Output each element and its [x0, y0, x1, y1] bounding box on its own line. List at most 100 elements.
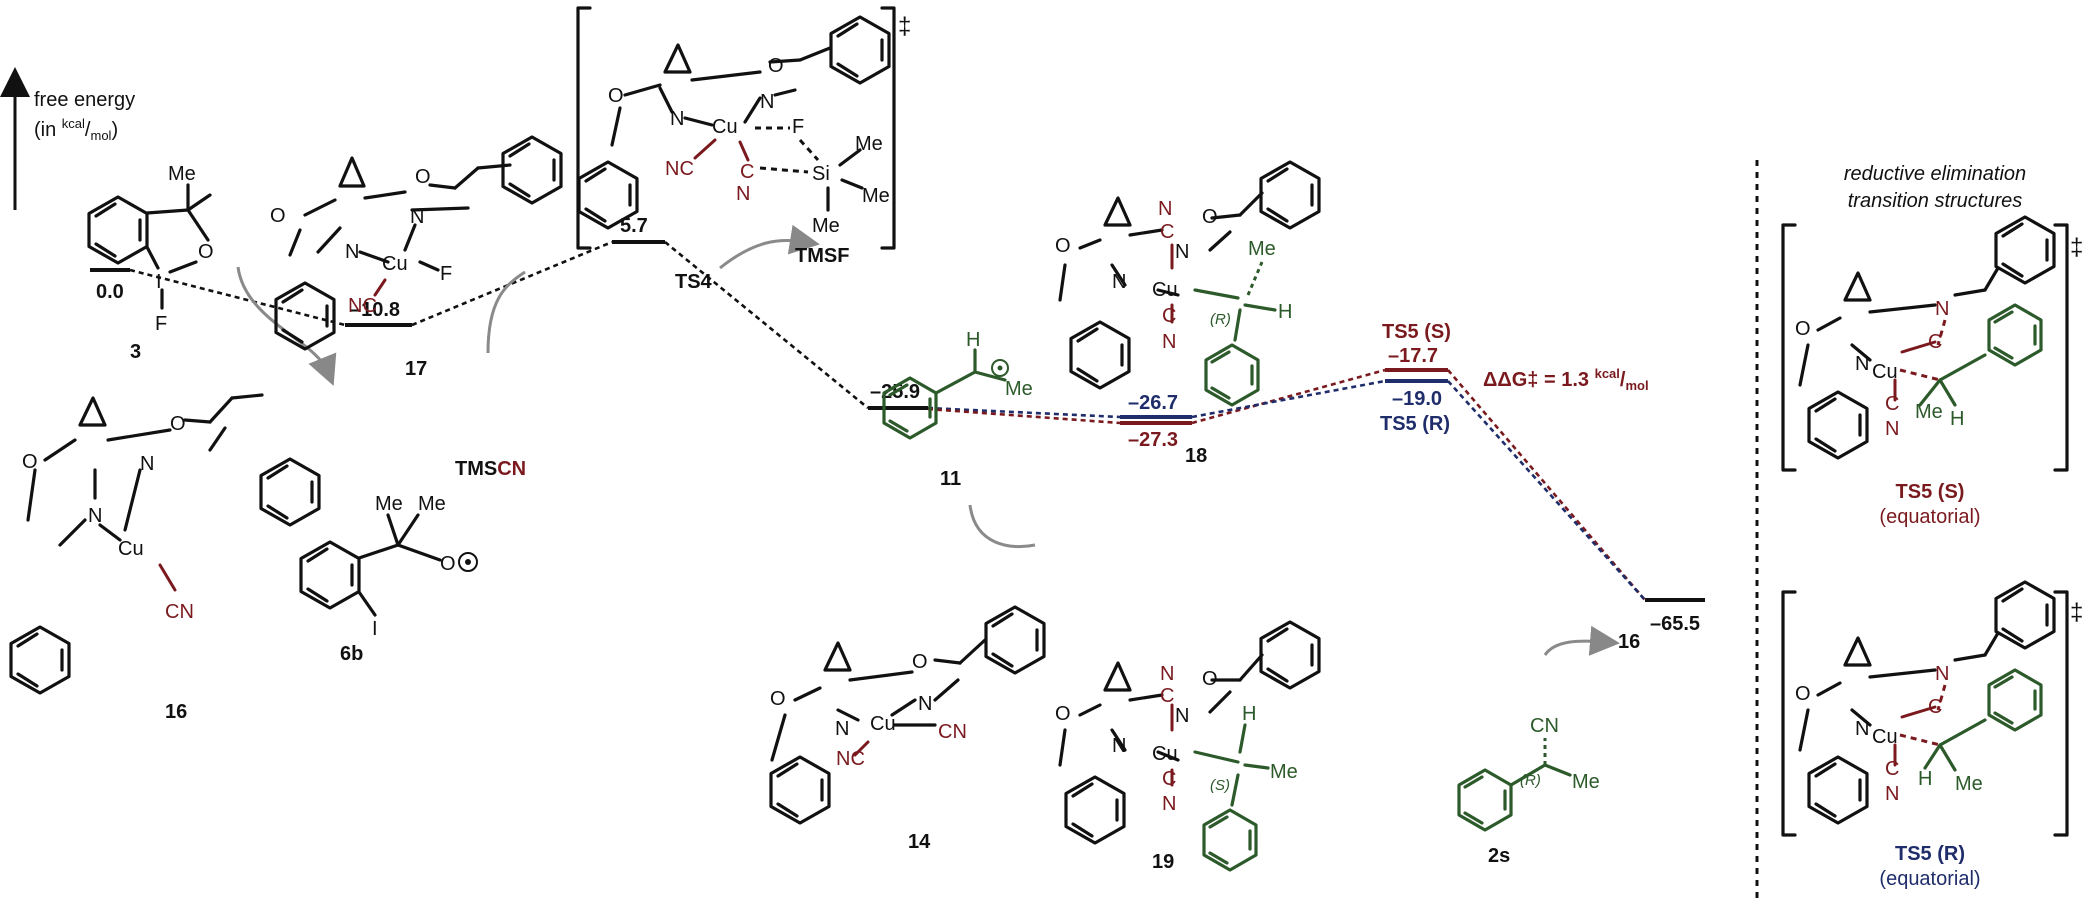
compound-19-label: 19 — [1152, 851, 1174, 873]
svg-text:Me: Me — [1248, 238, 1276, 260]
svg-text:N: N — [1158, 198, 1172, 220]
svg-text:H: H — [1950, 408, 1964, 430]
svg-text:Me: Me — [1955, 773, 1983, 795]
svg-text:CN: CN — [938, 721, 967, 743]
svg-text:O: O — [440, 553, 456, 575]
svg-text:N: N — [835, 718, 849, 740]
svg-text:C: C — [1885, 393, 1899, 415]
svg-text:H: H — [1278, 301, 1292, 323]
svg-text:Me: Me — [1915, 401, 1943, 423]
svg-text:Cu: Cu — [118, 538, 144, 560]
svg-text:N: N — [1112, 271, 1126, 293]
svg-text:Me: Me — [812, 215, 840, 237]
svg-text:N: N — [1885, 783, 1899, 805]
compound-18-label: 18 — [1185, 445, 1207, 467]
structure-3: Me O I F — [87, 163, 214, 335]
svg-text:H: H — [1242, 703, 1256, 725]
svg-text:(S): (S) — [1210, 777, 1230, 794]
level-0-label: 0.0 — [96, 281, 124, 303]
svg-text:F: F — [440, 263, 452, 285]
axis-label-line1: free energy — [34, 89, 135, 111]
svg-text:N: N — [1175, 241, 1189, 263]
svg-text:C: C — [1928, 331, 1942, 353]
svg-text:C: C — [1928, 696, 1942, 718]
svg-text:N: N — [410, 206, 424, 228]
svg-text:N: N — [736, 183, 750, 205]
ts5-s-label: TS5 (S) — [1382, 321, 1451, 343]
ts5-r-label: TS5 (R) — [1380, 413, 1450, 435]
panel-title-line2: transition structures — [1848, 190, 2023, 212]
panel-ts5-r-sub: (equatorial) — [1879, 868, 1980, 890]
svg-text:O: O — [770, 688, 786, 710]
svg-text:N: N — [140, 453, 154, 475]
level-ts5-r-label: –19.0 — [1392, 388, 1442, 410]
svg-text:O: O — [1795, 318, 1811, 340]
svg-text:N: N — [1855, 353, 1869, 375]
panel-ts5-s-sub: (equatorial) — [1879, 506, 1980, 528]
svg-text:N: N — [1935, 663, 1949, 685]
svg-text:(R): (R) — [1210, 311, 1231, 328]
structure-18: O O N N N C Cu C N Me H (R) — [1055, 160, 1321, 407]
svg-text:Cu: Cu — [1152, 743, 1178, 765]
svg-text:NC: NC — [348, 295, 377, 317]
svg-text:N: N — [1855, 718, 1869, 740]
panel-ts5-s-name: TS5 (S) — [1896, 481, 1965, 503]
svg-text:O: O — [768, 55, 784, 77]
svg-text:Me: Me — [1270, 761, 1298, 783]
compound-16-label: 16 — [165, 701, 187, 723]
svg-text:CN: CN — [165, 601, 194, 623]
ts5-r-panel: ‡ O N N C Cu C N H Me TS5 (R) (equatoria… — [1781, 580, 2083, 890]
svg-text:N: N — [1160, 663, 1174, 685]
level-19-label: –27.3 — [1128, 429, 1178, 451]
svg-text:O: O — [22, 451, 38, 473]
svg-text:C: C — [1160, 221, 1174, 243]
structure-6b: Me Me O I — [299, 493, 478, 640]
svg-text:O: O — [1055, 235, 1071, 257]
svg-text:Me: Me — [862, 185, 890, 207]
svg-text:NC: NC — [836, 748, 865, 770]
svg-text:Me: Me — [375, 493, 403, 515]
svg-text:Cu: Cu — [1872, 361, 1898, 383]
process-arrows — [236, 224, 1620, 656]
svg-text:Cu: Cu — [1152, 279, 1178, 301]
svg-text:N: N — [1175, 705, 1189, 727]
svg-text:Cu: Cu — [1872, 726, 1898, 748]
svg-text:‡: ‡ — [2070, 599, 2083, 626]
svg-text:Me: Me — [168, 163, 196, 185]
svg-text:C: C — [1885, 758, 1899, 780]
svg-text:Cu: Cu — [712, 116, 738, 138]
svg-text:Me: Me — [418, 493, 446, 515]
svg-text:C: C — [1162, 305, 1176, 327]
level-ts5-s-label: –17.7 — [1388, 345, 1438, 367]
tmsf-label: TMSF — [795, 245, 849, 267]
svg-text:O: O — [608, 85, 624, 107]
svg-text:N: N — [670, 108, 684, 130]
level-18-label: –26.7 — [1128, 392, 1178, 414]
svg-text:F: F — [792, 116, 804, 138]
compound-6b-label: 6b — [340, 643, 363, 665]
svg-text:O: O — [170, 413, 186, 435]
svg-text:O: O — [1055, 703, 1071, 725]
svg-text:N: N — [918, 693, 932, 715]
svg-text:Cu: Cu — [382, 253, 408, 275]
svg-text:H: H — [1918, 768, 1932, 790]
svg-text:F: F — [155, 313, 167, 335]
ddg-label: ΔΔG‡ = 1.3 kcal/mol — [1483, 366, 1649, 393]
structure-16: O O N N Cu CN — [9, 393, 321, 695]
svg-text:N: N — [1885, 418, 1899, 440]
svg-text:Cu: Cu — [870, 713, 896, 735]
svg-text:O: O — [1202, 206, 1218, 228]
svg-text:O: O — [1795, 683, 1811, 705]
svg-text:Si: Si — [812, 163, 830, 185]
svg-text:O: O — [912, 651, 928, 673]
structure-11: H Me — [882, 329, 1033, 440]
structure-2s: CN Me (R) — [1457, 715, 1600, 832]
svg-text:C: C — [1160, 685, 1174, 707]
panel-title-line1: reductive elimination — [1844, 163, 2026, 185]
svg-text:N: N — [1112, 735, 1126, 757]
svg-text:N: N — [760, 91, 774, 113]
svg-text:I: I — [156, 271, 162, 293]
structure-14: O O N N Cu CN NC — [769, 605, 1046, 825]
